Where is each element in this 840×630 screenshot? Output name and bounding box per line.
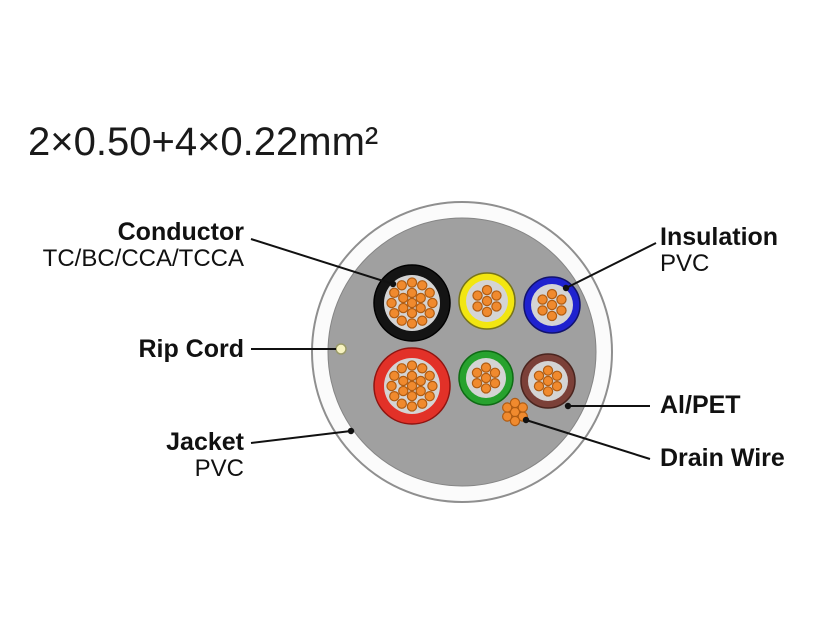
jacket-line <box>250 430 352 444</box>
conductor-black-strand-dot <box>427 297 438 309</box>
conductor-black-strand-dot <box>406 318 418 329</box>
conductor-black-strand-dot <box>424 308 435 319</box>
drain-wire-line <box>525 419 651 460</box>
label-al-pet: Al/PET <box>660 392 741 419</box>
conductor-blue-strand-dot <box>556 305 567 316</box>
conductor-label: Conductor <box>117 218 244 246</box>
conductor-green-strand-dot <box>480 372 492 384</box>
conductor-black-strand-dot <box>389 287 400 298</box>
drain-wire-strand-dot <box>509 397 521 409</box>
label-conductor: Conductor TC/BC/CCA/TCCA <box>0 219 244 271</box>
conductor-green-strand-dot <box>471 367 483 378</box>
conductor-yellow-strand-dot <box>481 284 493 296</box>
rip-cord-dot <box>335 343 347 355</box>
al-pet-line-endpoint-dot <box>564 402 572 410</box>
conductor-green-strand-dot <box>471 378 483 389</box>
conductor-line-endpoint-dot <box>389 280 397 288</box>
conductor-black-strand-dot <box>396 315 407 326</box>
conductor-black-strand-dot <box>406 307 418 319</box>
label-rip-cord: Rip Cord <box>0 336 244 363</box>
conductor-material: TC/BC/CCA/TCCA <box>42 244 244 272</box>
al-pet-label: Al/PET <box>660 391 741 419</box>
conductor-red-strand-dot <box>406 360 418 371</box>
conductor-brown-strand-dot <box>533 381 545 392</box>
conductor-red-strand-dot <box>424 391 435 402</box>
conductor-red-strand-dot <box>396 398 407 409</box>
conductor-black-strand-dot <box>415 302 426 314</box>
drain-wire-strand-dot <box>502 411 513 422</box>
conductor-black-strand-dot <box>396 280 407 291</box>
label-drain-wire: Drain Wire <box>660 445 785 472</box>
conductor-red-strand-dot <box>398 385 409 397</box>
jacket-line-endpoint-dot <box>347 427 355 435</box>
conductor-black-strand-dot <box>398 302 409 314</box>
conductor-black-strand-dot <box>398 292 409 304</box>
conductor-yellow-strand-dot <box>491 301 502 312</box>
conductor-blue-strand-dot <box>546 299 558 311</box>
al-pet-shield-area <box>327 217 597 487</box>
spec-title: 2×0.50+4×0.22mm² <box>28 120 379 164</box>
conductor-black-strand-dot <box>386 297 397 309</box>
drain-wire-strand-dot <box>517 402 528 413</box>
conductor-red-strand-dot <box>389 370 400 381</box>
conductor-red-strand-dot <box>417 398 428 409</box>
conductor-red-strand-dot <box>406 401 418 412</box>
conductor-black-strand-dot <box>424 287 435 298</box>
conductor-black-strand-dot <box>406 287 418 299</box>
insulation-line <box>565 242 657 289</box>
insulation-material: PVC <box>660 249 710 277</box>
conductor-red-strand-dot <box>396 363 407 374</box>
conductor-brown-strand-dot <box>542 386 554 397</box>
drain-wire-label: Drain Wire <box>660 444 785 472</box>
conductor-red-strand-dot <box>415 385 426 397</box>
label-jacket: Jacket PVC <box>0 429 244 481</box>
label-insulation: Insulation PVC <box>660 224 778 276</box>
conductor-brown-strand-dot <box>542 375 554 387</box>
conductor-line <box>250 238 394 285</box>
conductor-blue-strand-dot <box>537 305 548 316</box>
conductor-blue-strand-dot <box>537 294 548 305</box>
conductor-blue-strand-dot <box>546 310 558 322</box>
insulation-line-endpoint-dot <box>562 284 570 292</box>
conductor-yellow-strand-dot <box>491 290 502 301</box>
conductor-black-strand-dot <box>406 277 418 288</box>
conductor-red-strand-dot <box>424 370 435 381</box>
conductor-green-strand-dot <box>480 383 492 394</box>
jacket-material: PVC <box>194 454 244 482</box>
conductor-brown-strand-dot <box>542 365 554 376</box>
conductor-blue-strand-dot <box>556 294 567 305</box>
rip-cord-label: Rip Cord <box>138 335 244 363</box>
insulation-label: Insulation <box>660 223 779 251</box>
conductor-red-strand-dot <box>415 375 426 387</box>
conductor-yellow-strand-dot <box>481 306 493 318</box>
conductor-red-strand-dot <box>406 380 418 392</box>
conductor-red-strand-dot <box>406 370 418 382</box>
conductor-green-strand-dot <box>480 362 492 373</box>
conductor-blue-strand-dot <box>546 288 558 300</box>
conductor-yellow-strand-dot <box>472 290 483 301</box>
conductor-black-strand-dot <box>389 308 400 319</box>
conductor-black-strand-dot <box>417 315 428 326</box>
conductor-red-strand-dot <box>386 380 397 392</box>
conductor-red-strand-dot <box>398 375 409 387</box>
conductor-brown-strand-dot <box>533 370 545 381</box>
conductor-yellow-strand-dot <box>472 301 483 312</box>
drain-wire-line-endpoint-dot <box>522 416 530 424</box>
jacket-label: Jacket <box>166 428 244 456</box>
conductor-red-strand-dot <box>427 380 438 392</box>
conductor-red-strand-dot <box>417 363 428 374</box>
conductor-brown-strand-dot <box>551 381 563 392</box>
conductor-black-strand-dot <box>415 292 426 304</box>
conductor-black-strand-dot <box>406 297 418 309</box>
conductor-green-strand-dot <box>489 378 501 389</box>
drain-wire-strand-dot <box>509 415 521 427</box>
conductor-green-strand-dot <box>489 367 501 378</box>
drain-wire-strand-dot <box>502 402 513 413</box>
conductor-red-strand-dot <box>389 391 400 402</box>
conductor-yellow-strand-dot <box>481 295 493 307</box>
conductor-red-strand-dot <box>406 390 418 402</box>
conductor-black-strand-dot <box>417 280 428 291</box>
conductor-brown-strand-dot <box>551 370 563 381</box>
